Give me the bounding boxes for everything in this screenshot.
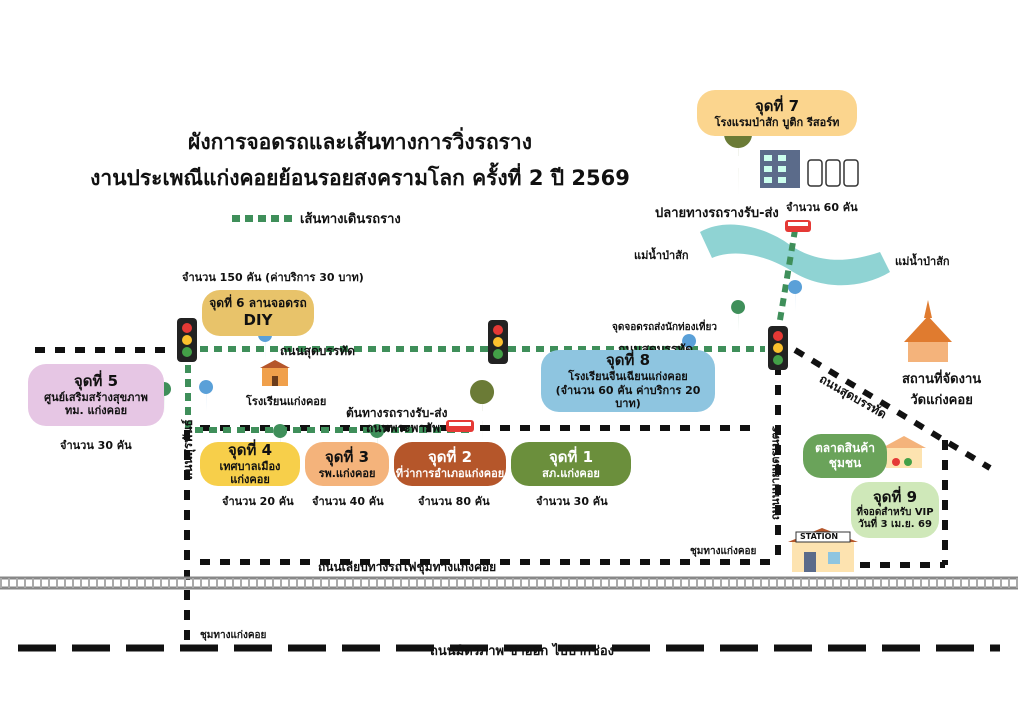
pin-icon <box>731 300 746 332</box>
river-label-right: แม่น้ำป่าสัก <box>895 255 950 268</box>
point-subtitle: รพ.แก่งคอย <box>318 466 376 480</box>
traffic-light-icon <box>768 326 788 370</box>
point-title: จุดที่ 5 <box>73 371 119 390</box>
point-2-count: จำนวน 80 คัน <box>418 495 490 508</box>
point-title: จุดที่ 1 <box>548 447 594 466</box>
legend-route-swatch <box>232 215 292 222</box>
market-box[interactable]: ตลาดสินค้า ชุมชน <box>803 434 887 478</box>
point-subtitle: โรงเรียนจีนเฉียนแก่งคอย <box>568 369 688 383</box>
parking-point-7[interactable]: จุดที่ 7 โรงแรมป่าสัก บูติก รีสอร์ท <box>697 90 857 136</box>
point-title: จุดที่ 8 <box>605 351 651 369</box>
point-subtitle: โรงแรมป่าสัก บูติก รีสอร์ท <box>714 115 840 129</box>
tram-route <box>185 229 798 433</box>
parking-point-1[interactable]: จุดที่ 1 สภ.แก่งคอย <box>511 442 631 486</box>
legend: เส้นทางเดินรถราง <box>232 208 401 229</box>
point-1-count: จำนวน 30 คัน <box>536 495 608 508</box>
school-icon <box>260 360 290 386</box>
big-pin-icon <box>470 380 495 442</box>
river-label-left: แม่น้ำป่าสัก <box>634 249 689 262</box>
roads <box>18 347 1000 652</box>
point-subtitle-2: วันที่ 3 เม.ย. 69 <box>858 519 932 531</box>
traffic-light-icon <box>177 318 197 362</box>
river <box>700 224 890 286</box>
tram-icon <box>785 220 811 232</box>
parking-point-6[interactable]: จุดที่ 6 ลานจอดรถ DIY <box>202 290 314 336</box>
road-railside: ถนนเลียบทางรถไฟชุมทางแก่งคอย <box>318 560 497 574</box>
point-subtitle-2: ทม. แก่งคอย <box>64 404 128 418</box>
junction-bottom-label: ชุมทางแก่งคอย <box>200 630 267 641</box>
parking-point-3[interactable]: จุดที่ 3 รพ.แก่งคอย <box>305 442 389 486</box>
station-sign: STATION <box>800 532 839 541</box>
road-suraphan: ถนนสุรพันธ์ <box>181 419 195 480</box>
market-line1: ตลาดสินค้า <box>815 441 875 455</box>
point-subtitle: สภ.แก่งคอย <box>542 466 600 480</box>
venue-line2: วัดแก่งคอย <box>910 393 973 408</box>
terminal-label: ปลายทางรถรางรับ-ส่ง <box>655 206 779 221</box>
page-subtitle: งานประเพณีแก่งคอยย้อนรอยสงครามโลก ครั้งท… <box>90 166 630 190</box>
junction-label: ชุมทางแก่งคอย <box>690 546 757 557</box>
traffic-light-icon <box>488 320 508 364</box>
point-subtitle: DIY <box>243 311 273 330</box>
parking-point-5[interactable]: จุดที่ 5 ศูนย์เสริมสร้างสุขภาพ ทม. แก่งค… <box>28 364 164 426</box>
market-line2: ชุมชน <box>828 456 862 470</box>
point-3-count: จำนวน 40 คัน <box>312 495 384 508</box>
point-subtitle: ที่จอดสำหรับ VIP <box>856 506 934 518</box>
road-sudbanthad-left: ถนนสุดบรรทัด <box>280 344 355 358</box>
road-right-vertical: ถนนนบายนตรเนตร <box>769 426 782 520</box>
railway <box>0 576 1018 590</box>
page-title: ผังการจอดรถและเส้นทางการวิ่งรถราง <box>188 130 532 154</box>
parking-point-4[interactable]: จุดที่ 4 เทศบาลเมืองแก่งคอย <box>200 440 300 487</box>
point-5-count: จำนวน 30 คัน <box>60 439 132 452</box>
market-stall-icon <box>882 436 926 468</box>
pin-icon <box>788 280 803 312</box>
pin-icon <box>199 380 214 412</box>
tourist-drop-label: จุดจอดรถส่งนักท่องเที่ยว <box>612 322 717 333</box>
point-4-count: จำนวน 20 คัน <box>222 495 294 508</box>
point-title: จุดที่ 3 <box>324 447 370 466</box>
tram-start-label: ต้นทางรถรางรับ-ส่ง <box>346 406 448 420</box>
point-7-count: จำนวน 60 คัน <box>786 201 858 214</box>
point-title: จุดที่ 6 ลานจอดรถ <box>209 296 307 311</box>
venue-line1: สถานที่จัดงาน <box>902 372 982 387</box>
school-label: โรงเรียนแก่งคอย <box>246 395 327 408</box>
point-title: จุดที่ 9 <box>872 488 918 507</box>
point-title: จุดที่ 7 <box>754 96 800 115</box>
point-subtitle: เทศบาลเมืองแก่งคอย <box>219 459 281 487</box>
legend-label: เส้นทางเดินรถราง <box>300 212 401 227</box>
venue-label: สถานที่จัดงาน วัดแก่งคอย <box>902 368 981 410</box>
point-title: จุดที่ 4 <box>227 440 273 459</box>
station-icon <box>788 528 858 572</box>
point-title: จุดที่ 2 <box>427 447 473 466</box>
parking-point-9[interactable]: จุดที่ 9 ที่จอดสำหรับ VIP วันที่ 3 เม.ย.… <box>851 482 939 538</box>
parking-point-8[interactable]: จุดที่ 8 โรงเรียนจีนเฉียนแก่งคอย (จำนวน … <box>541 350 715 412</box>
pin-icon <box>258 328 273 360</box>
pin-icon <box>370 424 385 456</box>
hotel-icon <box>760 150 800 188</box>
pin-icon <box>273 424 288 456</box>
point-subtitle: ศูนย์เสริมสร้างสุขภาพ <box>44 390 148 404</box>
road-mittraphap: ถนนมิตรภาพ ขาออก ไปปากช่อง <box>430 644 614 659</box>
temple-icon <box>904 300 952 362</box>
car-parking-icon <box>807 159 859 187</box>
big-pin-icon <box>724 120 753 196</box>
point-subtitle: ที่ว่าการอำเภอแก่งคอย <box>395 466 505 480</box>
road-phraputtabat: ถนนพระพายัพ <box>366 421 441 435</box>
parking-point-2[interactable]: จุดที่ 2 ที่ว่าการอำเภอแก่งคอย <box>394 442 506 486</box>
point-subtitle-2: (จำนวน 60 คัน ค่าบริการ 20 บาท) <box>555 383 701 411</box>
point-6-count: จำนวน 150 คัน (ค่าบริการ 30 บาท) <box>182 271 364 284</box>
tram-icon <box>446 420 474 432</box>
